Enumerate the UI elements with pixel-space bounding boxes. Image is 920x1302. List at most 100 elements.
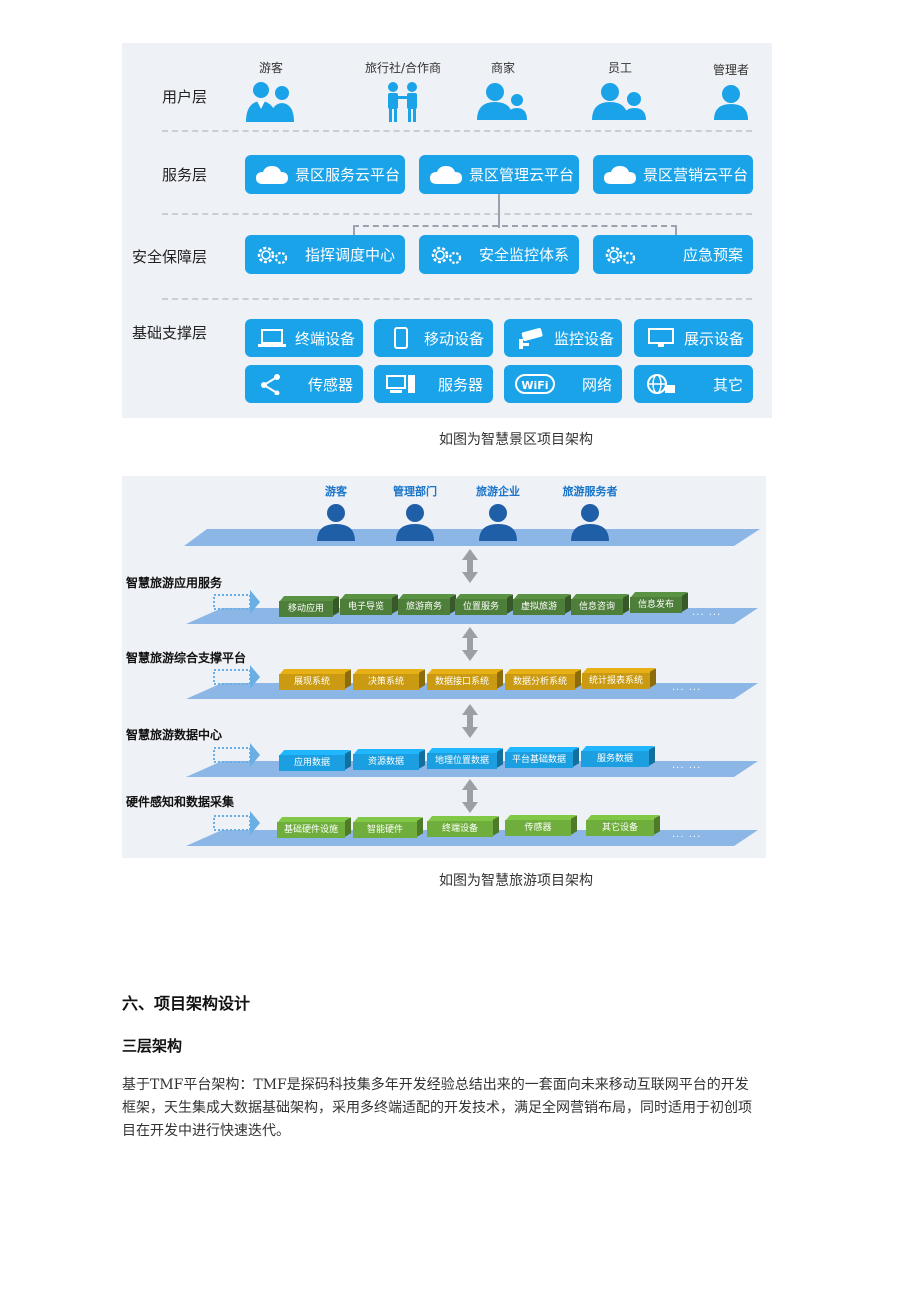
person-icon: [571, 504, 609, 541]
layer-label-base: 基础支撑层: [132, 324, 208, 342]
block-data-analysis: 数据分析系统: [505, 674, 575, 690]
security-command-center: 指挥调度中心: [245, 235, 405, 274]
divider: [162, 298, 752, 300]
ellipsis: ... ...: [692, 607, 722, 618]
dotted-arrow-icon: [213, 665, 260, 689]
wifi-icon: WiFi: [515, 374, 555, 394]
block-platform-data: 平台基础数据: [505, 752, 573, 768]
dotted-arrow-icon: [213, 590, 260, 614]
block-e-guide: 电子导览: [340, 599, 392, 615]
block-virtual-tour: 虚拟旅游: [513, 599, 565, 615]
user-travel-agency: 旅行社/合作商: [353, 59, 453, 126]
block-mobile-app: 移动应用: [279, 601, 333, 617]
smart-scenic-architecture-figure: 用户层 服务层 安全保障层 基础支撑层 游客 旅行社/合作商 商家 员工: [122, 43, 772, 418]
person-icon: [479, 504, 517, 541]
partners-icon: [388, 82, 417, 122]
f2-user-visitor: 游客: [291, 483, 381, 545]
block-tourism-commerce: 旅游商务: [398, 599, 450, 615]
user-admin: 管理者: [686, 61, 776, 126]
share-icon: [261, 374, 280, 395]
block-report-system: 统计报表系统: [582, 673, 650, 689]
gears-icon: [605, 246, 636, 264]
section-subheading: 三层架构: [122, 1037, 183, 1055]
svg-text:WiFi: WiFi: [521, 379, 548, 392]
block-basic-hardware: 基础硬件设施: [277, 822, 345, 838]
merchant-icon: [477, 83, 527, 120]
phone-icon: [394, 327, 408, 349]
base-mobile-device: 移动设备: [374, 319, 493, 357]
block-info-publish: 信息发布: [630, 597, 682, 613]
ellipsis: ... ...: [672, 829, 702, 840]
figure1-caption: 如图为智慧景区项目架构: [439, 432, 593, 448]
f2-user-enterprise: 旅游企业: [453, 483, 543, 545]
section-heading: 六、项目架构设计: [122, 994, 251, 1013]
block-terminal-device: 终端设备: [427, 821, 493, 837]
couple-icon: [246, 82, 294, 122]
f2-user-service-provider: 旅游服务者: [545, 483, 635, 545]
gears-icon: [257, 246, 288, 264]
block-smart-hardware: 智能硬件: [353, 822, 417, 838]
double-arrow-icon: [462, 627, 478, 661]
cloud-icon: [430, 165, 462, 184]
f2-layer-label-platform: 智慧旅游综合支撑平台: [126, 651, 247, 665]
person-icon: [396, 504, 434, 541]
globe-icon: [647, 374, 675, 394]
block-resource-data: 资源数据: [353, 754, 419, 770]
block-service-data: 服务数据: [581, 751, 649, 767]
block-sensor: 传感器: [505, 820, 571, 836]
laptop-icon: [258, 329, 286, 347]
double-arrow-icon: [462, 779, 478, 813]
double-arrow-icon: [462, 704, 478, 738]
block-data-interface: 数据接口系统: [427, 674, 497, 690]
base-monitoring-device: 监控设备: [504, 319, 622, 357]
ellipsis: ... ...: [672, 682, 702, 693]
block-decision-system: 决策系统: [353, 674, 419, 690]
dotted-arrow-icon: [213, 811, 260, 835]
block-info-consult: 信息咨询: [571, 599, 623, 615]
block-location-service: 位置服务: [455, 599, 507, 615]
block-display-system: 展现系统: [279, 674, 345, 690]
ellipsis: ... ...: [672, 760, 702, 771]
gears-icon: [431, 246, 462, 264]
monitor-icon: [648, 328, 674, 347]
admin-icon: [714, 85, 748, 120]
f2-user-management: 管理部门: [370, 483, 460, 545]
divider: [162, 130, 752, 132]
base-server: 服务器: [374, 365, 493, 403]
section-paragraph: 基于TMF平台架构：TMF是探码科技集多年开发经验总结出来的一套面向未来移动互联…: [122, 1077, 752, 1139]
f2-layer-label-app: 智慧旅游应用服务: [126, 576, 223, 590]
camera-icon: [519, 327, 543, 349]
dotted-arrow-icon: [213, 743, 260, 767]
block-other-device: 其它设备: [586, 820, 654, 836]
connector-bracket: [353, 225, 677, 237]
security-emergency-plan: 应急预案: [593, 235, 753, 274]
smart-tourism-architecture-figure: 游客 管理部门 旅游企业 旅游服务者 智慧旅游应用服务 智慧旅游综合支撑平台 智…: [122, 476, 766, 858]
user-visitor: 游客: [226, 59, 316, 126]
cloud-icon: [604, 165, 636, 184]
service-scenic-management-cloud: 景区管理云平台: [419, 155, 579, 194]
user-merchant: 商家: [458, 59, 548, 126]
base-other: 其它: [634, 365, 753, 403]
layer-label-security: 安全保障层: [132, 248, 208, 266]
f2-layer-label-hardware: 硬件感知和数据采集: [126, 795, 235, 809]
cloud-icon: [256, 165, 288, 184]
staff-icon: [592, 83, 646, 120]
base-network: WiFi 网络: [504, 365, 622, 403]
connector-line: [498, 194, 500, 228]
block-geo-data: 地理位置数据: [427, 753, 497, 769]
server-icon: [386, 375, 415, 393]
service-scenic-marketing-cloud: 景区营销云平台: [593, 155, 753, 194]
layer-label-user: 用户层: [162, 88, 208, 106]
service-scenic-service-cloud: 景区服务云平台: [245, 155, 405, 194]
f2-layer-label-datacenter: 智慧旅游数据中心: [126, 728, 223, 742]
base-sensor: 传感器: [245, 365, 363, 403]
block-app-data: 应用数据: [279, 755, 345, 771]
double-arrow-icon: [462, 549, 478, 583]
figure2-caption: 如图为智慧旅游项目架构: [439, 873, 593, 889]
security-monitoring-system: 安全监控体系: [419, 235, 579, 274]
base-terminal-device: 终端设备: [245, 319, 363, 357]
base-display-device: 展示设备: [634, 319, 753, 357]
user-staff: 员工: [575, 59, 665, 126]
divider: [162, 213, 752, 215]
person-icon: [317, 504, 355, 541]
